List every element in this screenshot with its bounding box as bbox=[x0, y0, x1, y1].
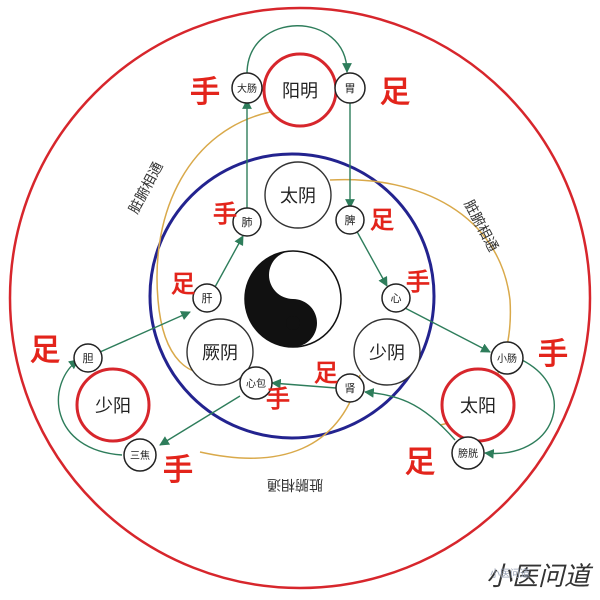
organ-small-intestine-circle bbox=[490, 341, 524, 375]
foot-label-shaoyang: 足 bbox=[30, 333, 60, 368]
yin-yang-icon bbox=[244, 250, 342, 348]
channel-labels: 阳明 太阴 厥阴 少阴 少阳 太阳 bbox=[95, 81, 496, 417]
organ-gallbladder-circle bbox=[73, 343, 103, 373]
label-heart: 心 bbox=[391, 292, 402, 305]
organ-spleen-circle bbox=[335, 205, 365, 235]
arrow-heart-to-small-intestine bbox=[404, 307, 491, 353]
channel-circles bbox=[75, 52, 516, 443]
pairing-label-bottom: 脏腑相通 bbox=[267, 476, 323, 492]
label-jueyin: 厥阴 bbox=[202, 343, 238, 364]
arrow-sanjiao-around-to-gallbladder bbox=[57, 359, 123, 456]
label-pericardium: 心包 bbox=[246, 377, 266, 390]
outer-ring bbox=[8, 6, 592, 590]
watermark: 小医问道 小医问道 bbox=[486, 562, 594, 592]
foot-label-jueyin: 足 bbox=[171, 270, 195, 298]
hand-label-taiyang: 手 bbox=[538, 337, 568, 372]
organ-labels: 大肠 胃 肺 脾 心 肝 心包 肾 胆 三焦 小肠 膀胱 bbox=[83, 82, 518, 462]
hand-label-shaoyang: 手 bbox=[163, 453, 193, 488]
foot-label-shaoyin: 足 bbox=[314, 359, 338, 387]
organ-heart-circle bbox=[381, 283, 411, 313]
organ-lung-circle bbox=[232, 207, 262, 237]
label-lung: 肺 bbox=[242, 216, 253, 229]
label-small-intestine: 小肠 bbox=[497, 353, 517, 365]
foot-label-taiyang: 足 bbox=[405, 445, 435, 480]
label-taiyang: 太阳 bbox=[460, 396, 496, 417]
pairing-curve-top-left bbox=[156, 111, 271, 375]
label-bladder: 膀胱 bbox=[458, 447, 478, 460]
label-stomach: 胃 bbox=[345, 82, 356, 95]
label-shaoyang: 少阳 bbox=[95, 396, 131, 417]
flow-arrows bbox=[57, 25, 555, 459]
organ-circles bbox=[73, 72, 524, 472]
arrow-liver-to-lung bbox=[214, 235, 244, 288]
organ-stomach-circle bbox=[334, 72, 366, 104]
foot-label-taiyin: 足 bbox=[370, 206, 394, 234]
hand-label-yangming: 手 bbox=[190, 75, 220, 110]
arrow-small-intestine-around-to-bladder bbox=[484, 359, 555, 459]
pairing-label-right: 脏腑相通 bbox=[460, 198, 500, 255]
organ-pericardium-circle bbox=[239, 366, 273, 400]
foot-label-yangming: 足 bbox=[380, 75, 410, 110]
channel-shaoyin-circle bbox=[353, 318, 421, 386]
label-taiyin: 太阴 bbox=[280, 186, 316, 207]
organ-sanjiao-circle bbox=[123, 438, 157, 472]
watermark-sign: 小医问道 bbox=[486, 562, 594, 592]
organ-liver-circle bbox=[192, 283, 222, 313]
hand-label-taiyin: 手 bbox=[213, 200, 237, 228]
channel-shaoyang-circle bbox=[75, 367, 151, 443]
arrow-bladder-to-kidney bbox=[364, 388, 456, 441]
label-shaoyin: 少阴 bbox=[369, 343, 405, 364]
watermark-text: 小医问道 bbox=[490, 567, 530, 580]
hand-label-shaoyin: 手 bbox=[406, 268, 430, 296]
label-gallbladder: 胆 bbox=[83, 352, 94, 365]
pairing-label-left: 脏腑相通 bbox=[126, 160, 166, 217]
channel-jueyin-circle bbox=[186, 318, 254, 386]
arrow-spleen-to-heart bbox=[354, 227, 388, 287]
arrow-pericardium-to-sanjiao bbox=[159, 395, 241, 446]
organ-bladder-circle bbox=[451, 436, 485, 470]
limb-labels: 手 足 手 足 手 足 手 足 足 手 手 足 bbox=[30, 75, 568, 488]
arrow-large-intestine-over-top-to-stomach bbox=[246, 25, 352, 75]
organ-large-intestine-circle bbox=[231, 72, 263, 104]
inner-ring bbox=[148, 152, 436, 440]
channel-taiyin-circle bbox=[264, 161, 332, 229]
arrow-kidney-to-pericardium bbox=[271, 378, 337, 389]
organ-kidney-circle bbox=[335, 373, 365, 403]
arrow-gallbladder-to-liver bbox=[99, 311, 191, 353]
hand-label-jueyin: 手 bbox=[266, 385, 290, 413]
label-kidney: 肾 bbox=[345, 382, 356, 395]
label-sanjiao: 三焦 bbox=[130, 449, 150, 462]
label-large-intestine: 大肠 bbox=[237, 82, 257, 95]
label-spleen: 脾 bbox=[345, 213, 356, 227]
label-liver: 肝 bbox=[202, 292, 213, 305]
label-yangming: 阳明 bbox=[282, 81, 318, 102]
